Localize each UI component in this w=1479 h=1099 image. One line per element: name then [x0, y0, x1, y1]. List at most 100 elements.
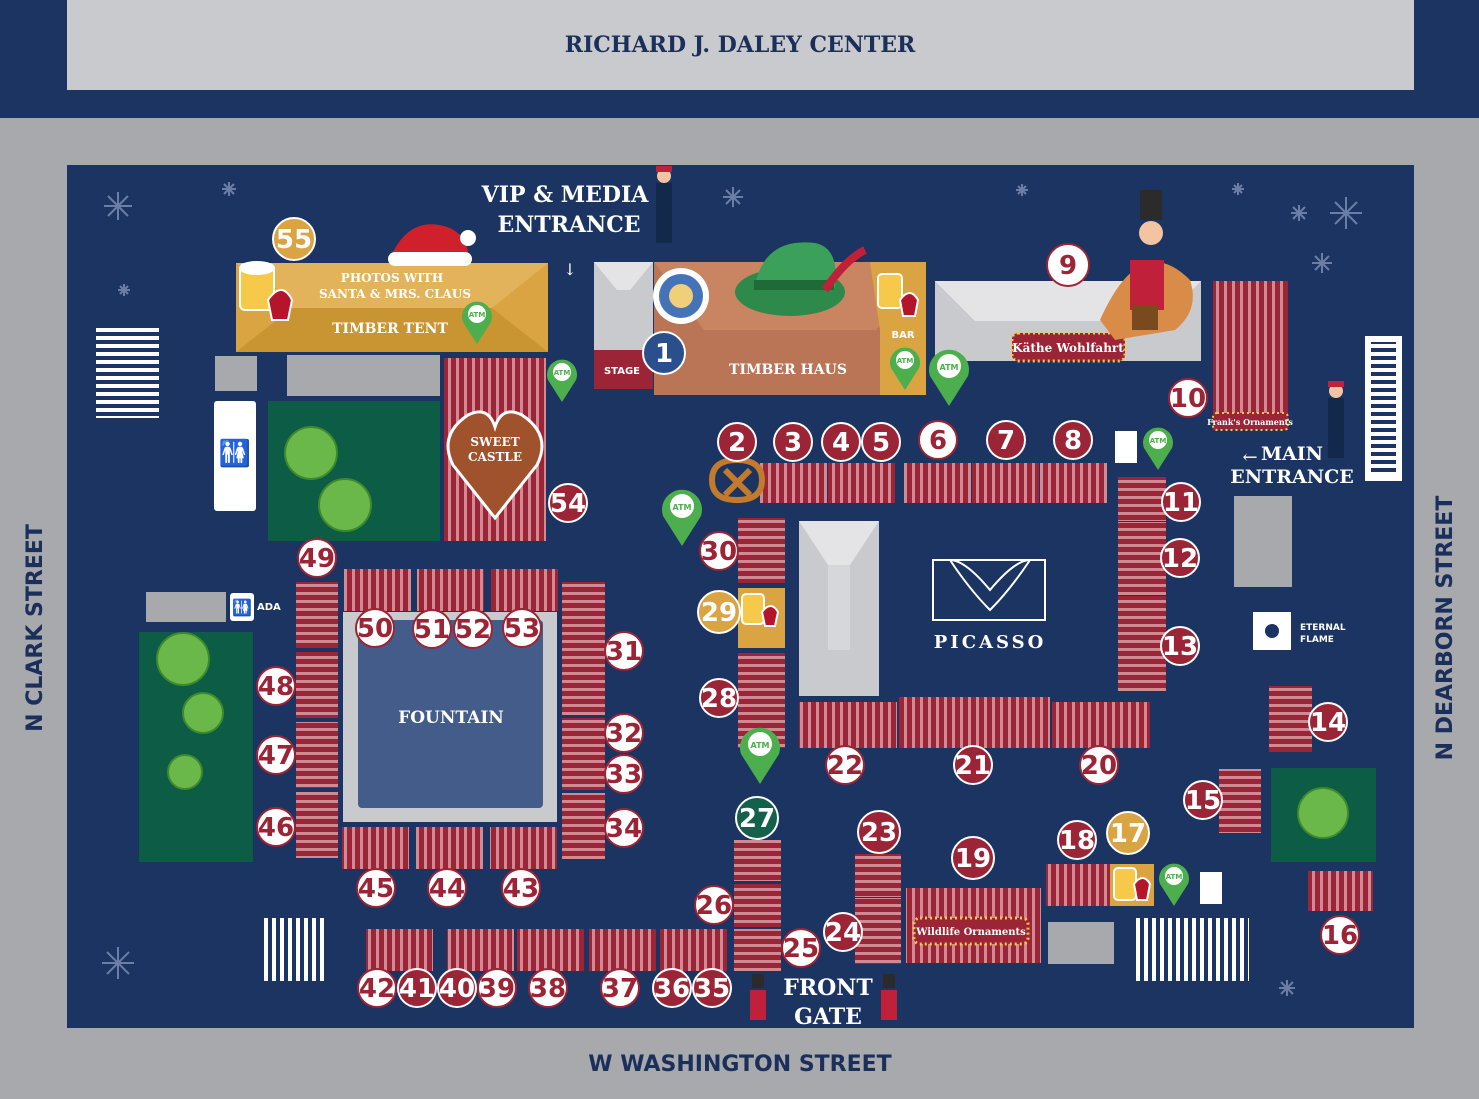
stall[interactable]: [734, 929, 781, 971]
booth-pin-12[interactable]: 12: [1160, 538, 1200, 578]
stall[interactable]: [562, 793, 605, 859]
booth-pin-55[interactable]: 55: [272, 217, 316, 261]
booth-pin-53[interactable]: 53: [502, 608, 542, 648]
stall[interactable]: [904, 463, 971, 503]
atm-icon[interactable]: ATM: [1159, 863, 1189, 906]
booth-pin-26[interactable]: 26: [694, 885, 734, 925]
booth-pin-38[interactable]: 38: [528, 968, 568, 1008]
booth-pin-29[interactable]: 29: [697, 590, 741, 634]
stall[interactable]: [342, 827, 409, 869]
atm-icon[interactable]: ATM: [662, 489, 702, 546]
booth-pin-31[interactable]: 31: [604, 631, 644, 671]
booth-pin-10[interactable]: 10: [1168, 378, 1208, 418]
booth-pin-47[interactable]: 47: [256, 735, 296, 775]
franks-ornaments[interactable]: [1213, 281, 1288, 430]
stall[interactable]: [828, 463, 895, 503]
booth-pin-28[interactable]: 28: [699, 678, 739, 718]
booth-pin-17[interactable]: 17: [1106, 811, 1150, 855]
booth-pin-20[interactable]: 20: [1079, 745, 1119, 785]
booth-pin-18[interactable]: 18: [1057, 820, 1097, 860]
stall[interactable]: [296, 722, 338, 788]
atm-icon[interactable]: ATM: [547, 359, 577, 402]
stall[interactable]: [1308, 871, 1373, 911]
stall[interactable]: [1269, 686, 1312, 752]
ada-restroom[interactable]: [230, 593, 254, 621]
stall[interactable]: [1118, 522, 1166, 595]
booth-pin-33[interactable]: 33: [604, 754, 644, 794]
stall[interactable]: [660, 929, 727, 971]
stall[interactable]: [416, 827, 483, 869]
atm-icon[interactable]: ATM: [890, 347, 920, 390]
booth-pin-23[interactable]: 23: [857, 810, 901, 854]
stall[interactable]: [490, 827, 557, 869]
stall[interactable]: [1219, 769, 1261, 833]
booth-pin-9[interactable]: 9: [1046, 243, 1090, 287]
booth-pin-46[interactable]: 46: [256, 807, 296, 847]
booth-pin-11[interactable]: 11: [1161, 482, 1201, 522]
stall[interactable]: [734, 884, 781, 927]
stall[interactable]: [562, 582, 605, 715]
booth-pin-54[interactable]: 54: [548, 483, 588, 523]
stall[interactable]: [447, 929, 514, 971]
booth-pin-7[interactable]: 7: [986, 420, 1026, 460]
booth-pin-34[interactable]: 34: [604, 808, 644, 848]
stall[interactable]: [1118, 596, 1166, 691]
booth-pin-13[interactable]: 13: [1160, 626, 1200, 666]
booth-pin-27[interactable]: 27: [735, 796, 779, 840]
booth-pin-14[interactable]: 14: [1308, 702, 1348, 742]
fountain[interactable]: [358, 620, 543, 808]
booth-pin-36[interactable]: 36: [652, 968, 692, 1008]
booth-pin-45[interactable]: 45: [356, 868, 396, 908]
booth-pin-50[interactable]: 50: [355, 608, 395, 648]
stall[interactable]: [589, 929, 656, 971]
stall[interactable]: [1040, 463, 1107, 503]
stall[interactable]: [760, 463, 827, 503]
stall[interactable]: [296, 652, 338, 718]
booth-pin-32[interactable]: 32: [604, 713, 644, 753]
stall[interactable]: [366, 929, 433, 971]
stall[interactable]: [296, 792, 338, 858]
booth-pin-39[interactable]: 39: [477, 968, 517, 1008]
booth-pin-1[interactable]: 1: [642, 331, 686, 375]
stall[interactable]: [855, 854, 901, 897]
stall[interactable]: [1118, 477, 1166, 521]
booth-pin-42[interactable]: 42: [357, 968, 397, 1008]
booth-pin-44[interactable]: 44: [427, 868, 467, 908]
booth-pin-35[interactable]: 35: [692, 968, 732, 1008]
stall[interactable]: [899, 697, 1050, 748]
stall[interactable]: [734, 840, 781, 881]
booth-pin-3[interactable]: 3: [773, 422, 813, 462]
booth-pin-5[interactable]: 5: [861, 422, 901, 462]
booth-pin-30[interactable]: 30: [699, 531, 739, 571]
booth-pin-52[interactable]: 52: [453, 609, 493, 649]
booth-pin-49[interactable]: 49: [297, 538, 337, 578]
booth-pin-37[interactable]: 37: [600, 968, 640, 1008]
atm-icon[interactable]: ATM: [1143, 427, 1173, 470]
stall[interactable]: [417, 569, 484, 611]
stall[interactable]: [1046, 864, 1110, 906]
restroom[interactable]: [214, 401, 256, 511]
stall[interactable]: [517, 929, 584, 971]
booth-pin-25[interactable]: 25: [781, 928, 821, 968]
stall[interactable]: [562, 718, 605, 790]
booth-pin-21[interactable]: 21: [953, 745, 993, 785]
stall[interactable]: [491, 569, 558, 611]
booth-pin-2[interactable]: 2: [717, 422, 757, 462]
booth-pin-19[interactable]: 19: [951, 836, 995, 880]
stall[interactable]: [972, 463, 1039, 503]
stall[interactable]: [799, 702, 897, 748]
booth-pin-15[interactable]: 15: [1183, 780, 1223, 820]
stall[interactable]: [738, 518, 785, 583]
atm-icon[interactable]: ATM: [929, 349, 969, 406]
booth-pin-40[interactable]: 40: [437, 968, 477, 1008]
stall[interactable]: [1052, 702, 1150, 748]
stall[interactable]: [344, 569, 411, 611]
booth-pin-51[interactable]: 51: [412, 609, 452, 649]
booth-pin-48[interactable]: 48: [256, 666, 296, 706]
atm-icon[interactable]: ATM: [462, 301, 492, 344]
booth-pin-22[interactable]: 22: [825, 745, 865, 785]
booth-pin-24[interactable]: 24: [823, 912, 863, 952]
atm-icon[interactable]: ATM: [740, 727, 780, 784]
booth-pin-41[interactable]: 41: [397, 968, 437, 1008]
booth-pin-43[interactable]: 43: [501, 868, 541, 908]
